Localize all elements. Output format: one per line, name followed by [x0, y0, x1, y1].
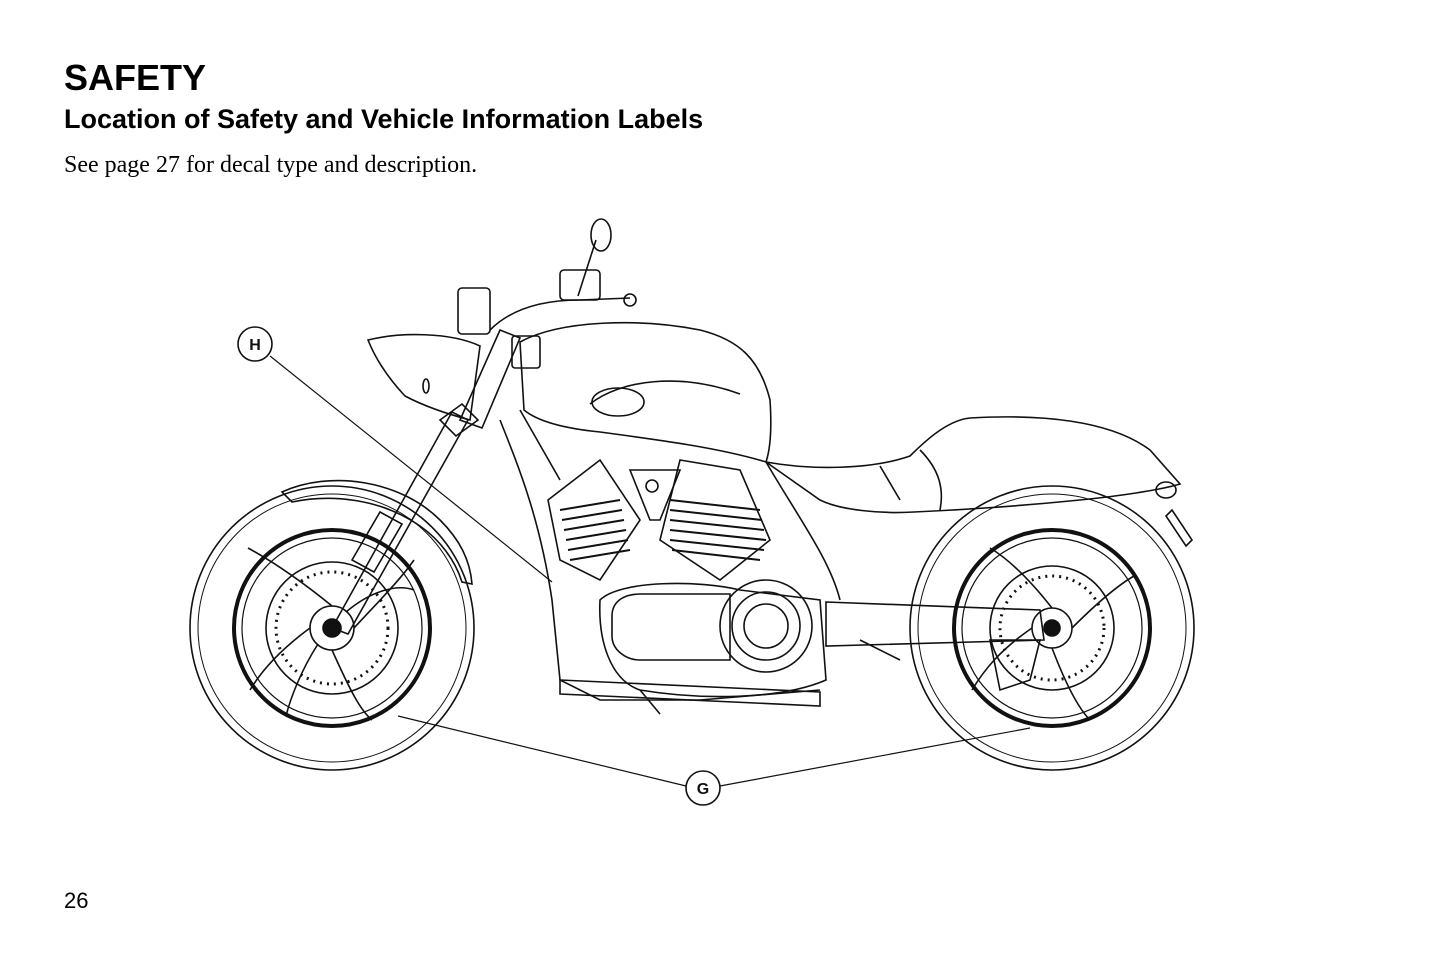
seat-and-tail	[765, 416, 1194, 548]
section-title: Location of Safety and Vehicle Informati…	[64, 104, 704, 134]
callout-h: H	[237, 326, 273, 362]
handlebar	[457, 218, 637, 369]
callout-g: G	[685, 770, 721, 806]
callout-g-label: G	[697, 781, 709, 798]
swingarm	[825, 601, 1045, 647]
intro-text: See page 27 for decal type and descripti…	[64, 152, 478, 178]
fuel-tank	[519, 321, 772, 463]
front-wheel	[189, 485, 475, 771]
callout-h-label: H	[249, 337, 261, 354]
exhaust	[559, 639, 901, 715]
page-number: 26	[64, 888, 89, 913]
engine	[547, 458, 827, 698]
callout-leaders	[269, 355, 1031, 787]
rear-wheel	[909, 485, 1195, 771]
frame	[499, 409, 841, 701]
page-title: SAFETY	[64, 57, 207, 98]
headlight-cowl	[366, 333, 481, 422]
front-fender	[280, 479, 473, 585]
